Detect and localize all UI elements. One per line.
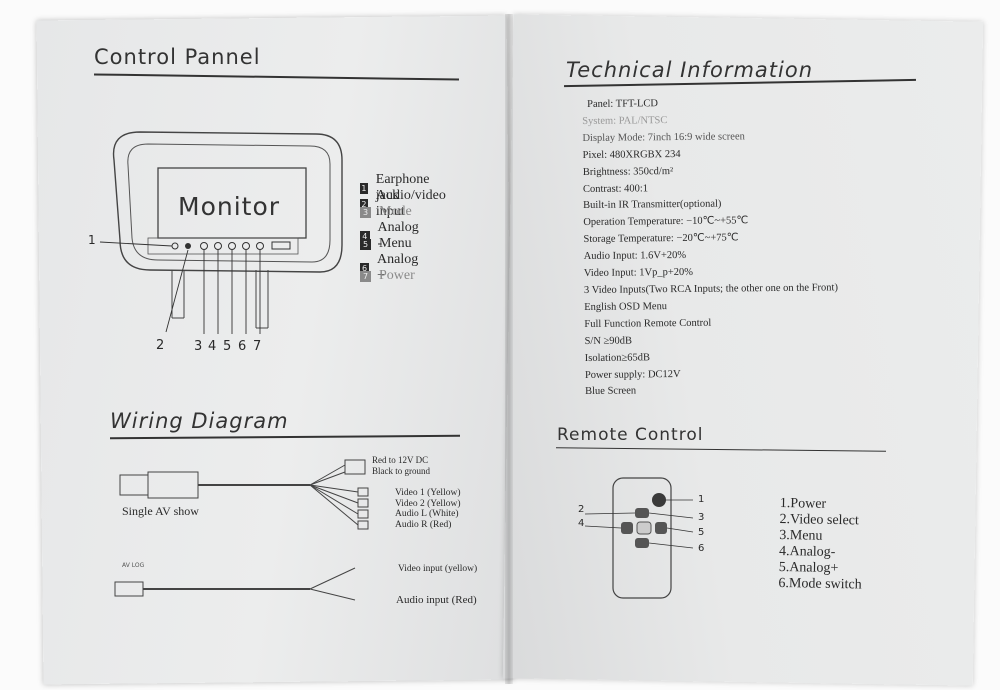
legend-item: 5 Menu	[360, 236, 412, 252]
legend-item: 1 Earphone jack	[360, 172, 433, 204]
legend-item: 6 Analog +	[360, 252, 420, 284]
remote-item: 5.Analog+	[778, 559, 839, 577]
callout-7: 7	[253, 339, 262, 354]
av-in-tag: AV LOG	[122, 562, 145, 569]
av-outputs: Video 1 (Yellow) Video 2 (Yellow) Audio …	[395, 488, 461, 530]
remote-legend: 1.Power 2.Video select 3.Menu 4.Analog- …	[778, 496, 863, 593]
legend-number: 7	[360, 270, 371, 282]
legend-label: Earphone jack	[375, 172, 430, 203]
legend-number: 6	[360, 262, 370, 274]
legend-number: 3	[360, 206, 371, 218]
remote-callout-4: 4	[578, 518, 585, 529]
audio-input-label: Audio input (Red)	[396, 594, 477, 606]
remote-item: 4.Analog-	[778, 543, 836, 560]
callout-1: 1	[88, 233, 96, 247]
legend-number: 5	[360, 238, 371, 250]
remote-item: 2.Video select	[779, 511, 859, 529]
legend-label: Analog -	[377, 220, 419, 251]
video-input-label: Video input (yellow)	[398, 564, 478, 574]
callout-5: 5	[223, 339, 232, 354]
remote-diagram	[584, 477, 694, 599]
callout-6: 6	[238, 339, 247, 354]
remote-callout-2: 2	[578, 504, 585, 515]
control-panel-title: Control Pannel	[94, 45, 261, 69]
legend-number: 1	[360, 182, 368, 194]
remote-title: Remote Control	[557, 425, 704, 445]
spec-item: Blue Screen	[585, 385, 637, 398]
power-wires: Red to 12V DC Black to ground	[372, 455, 430, 477]
output-label: Video 2 (Yellow)	[395, 498, 461, 509]
output-label: Audio L (White)	[395, 509, 459, 519]
monitor-label: Monitor	[178, 192, 281, 221]
legend-item: 7 Power	[360, 268, 415, 284]
legend-item: 3 Mode	[360, 204, 412, 220]
remote-callout-3: 3	[698, 512, 705, 523]
legend-label: Power	[379, 268, 415, 283]
remote-item: 3.Menu	[779, 527, 823, 544]
remote-callout-1: 1	[698, 494, 705, 505]
callout-3: 3	[194, 339, 203, 354]
remote-item: 6.Mode switch	[778, 575, 862, 593]
output-label: Audio R (Red)	[395, 519, 452, 530]
legend-item: 4 Analog -	[360, 220, 420, 252]
legend-number: 2	[360, 198, 368, 210]
legend-label: Analog +	[377, 252, 419, 283]
single-av-label: Single AV show	[122, 504, 199, 518]
remote-item: 1.Power	[779, 496, 827, 512]
remote-callout-5: 5	[698, 527, 705, 538]
monitor-diagram	[99, 131, 343, 334]
callout-4: 4	[208, 339, 217, 354]
technical-title: Technical Information	[566, 58, 814, 82]
page-fold	[505, 14, 513, 684]
callout-2: 2	[156, 338, 165, 353]
power-black-label: Black to ground	[372, 466, 430, 476]
spec-list: Panel: TFT-LCD System: PAL/NTSC Display …	[582, 94, 839, 401]
output-label: Video 1 (Yellow)	[395, 488, 461, 498]
power-red-label: Red to 12V DC	[372, 455, 429, 465]
legend-label: Audio/video input	[375, 188, 446, 219]
legend-label: Mode	[379, 204, 412, 219]
wiring-title: Wiring Diagram	[110, 409, 289, 433]
remote-callout-6: 6	[698, 543, 705, 554]
legend-number: 4	[360, 230, 370, 242]
legend-label: Menu	[379, 236, 412, 251]
legend-item: 2 Audio/video input	[360, 188, 449, 220]
spec-item: 3 Video Inputs(Two RCA Inputs; the other…	[583, 282, 838, 296]
wiring-harness-diagram	[114, 459, 369, 601]
